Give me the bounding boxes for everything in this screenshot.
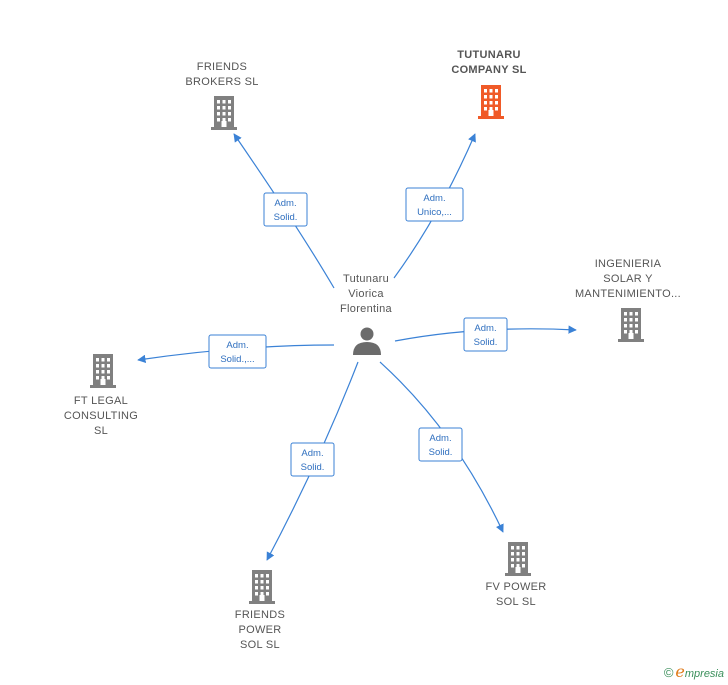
company-label-ingenieria-solar-line: SOLAR Y [603, 273, 653, 285]
company-label-fv-power-line: SOL SL [496, 596, 536, 608]
person-icon[interactable] [353, 327, 381, 356]
building-icon[interactable] [249, 570, 275, 604]
building-icon[interactable] [211, 96, 237, 130]
brand-logo-initial: e [675, 662, 685, 681]
role-box-frame [208, 334, 267, 369]
building-icon[interactable] [90, 354, 116, 388]
company-label-friends-power-line: FRIENDS [235, 609, 285, 621]
role-text: Adm. Solid. [301, 448, 325, 473]
role-text: Adm. Solid. [274, 198, 298, 223]
role-box-frame [418, 427, 463, 462]
building-icon[interactable] [478, 85, 504, 119]
company-label-fv-power-line: FV POWER [485, 581, 546, 593]
role-text-line: Adm. [274, 198, 296, 209]
role-text-line: Adm. [301, 448, 323, 459]
company-label-friends-brokers-line: FRIENDS [197, 61, 247, 73]
role-text-line: Solid. [429, 447, 453, 458]
role-text: Adm. Solid. [429, 433, 453, 458]
company-label-friends-brokers-line: BROKERS SL [185, 76, 258, 88]
role-text-line: Solid. [301, 462, 325, 473]
company-label-ingenieria-solar-line: MANTENIMIENTO... [575, 288, 681, 300]
center-person-label-line: Viorica [348, 288, 384, 300]
role-box-frame [290, 442, 335, 477]
company-label-friends-brokers: FRIENDS BROKERS SL [185, 61, 258, 88]
role-box-friends-brokers[interactable]: Adm. Solid. [263, 192, 308, 227]
role-text: Adm. Solid. [474, 323, 498, 348]
center-person-label-line: Tutunaru [343, 273, 389, 285]
company-label-tutunaru-company: TUTUNARU COMPANY SL [451, 49, 526, 76]
company-label-fv-power: FV POWER SOL SL [485, 581, 546, 608]
center-person-label-line: Florentina [340, 303, 392, 315]
company-label-friends-power-line: SOL SL [240, 639, 280, 651]
copyright-symbol: © [663, 665, 674, 680]
company-label-tutunaru-company-line: COMPANY SL [451, 64, 526, 76]
role-box-friends-power[interactable]: Adm. Solid. [290, 442, 335, 477]
nodes-layer: FRIENDS BROKERS SL TUTUNARU COMPANY SL INGEN… [64, 49, 681, 651]
role-text-line: Adm. [474, 323, 496, 334]
company-label-ft-legal-line: SL [94, 425, 108, 437]
company-label-friends-power-line: POWER [238, 624, 281, 636]
company-label-ft-legal: FT LEGAL CONSULTING SL [64, 395, 138, 437]
role-text-line: Solid. [474, 337, 498, 348]
building-icon[interactable] [505, 542, 531, 576]
building-icon[interactable] [618, 308, 644, 342]
role-text-line: Adm. [429, 433, 451, 444]
role-box-ft-legal[interactable]: Adm. Solid.,... [208, 334, 267, 369]
role-box-frame [263, 192, 308, 227]
roles-layer: Adm. Solid. Adm. Unico,... Adm. Solid. Adm. Sol… [208, 187, 508, 477]
company-label-friends-power: FRIENDS POWER SOL SL [235, 609, 285, 651]
role-text: Adm. Solid.,... [220, 340, 254, 365]
company-label-ft-legal-line: CONSULTING [64, 410, 138, 422]
role-box-fv-power[interactable]: Adm. Solid. [418, 427, 463, 462]
company-label-ingenieria-solar-line: INGENIERIA [595, 258, 662, 270]
brand-logo-text: mpresia [684, 668, 724, 680]
company-label-tutunaru-company-line: TUTUNARU [457, 49, 521, 61]
company-label-ft-legal-line: FT LEGAL [74, 395, 128, 407]
role-box-tutunaru-company[interactable]: Adm. Unico,... [405, 187, 464, 222]
role-text-line: Adm. [226, 340, 248, 351]
role-text-line: Solid.,... [220, 354, 254, 365]
role-box-ingenieria-solar[interactable]: Adm. Solid. [463, 317, 508, 352]
company-label-ingenieria-solar: INGENIERIA SOLAR Y MANTENIMIENTO... [575, 258, 681, 300]
role-text: Adm. Unico,... [417, 193, 452, 218]
role-text-line: Adm. [423, 193, 445, 204]
brand-footer[interactable]: ©empresia [664, 662, 724, 681]
role-box-frame [405, 187, 464, 222]
role-text-line: Unico,... [417, 207, 452, 218]
role-box-frame [463, 317, 508, 352]
role-text-line: Solid. [274, 212, 298, 223]
